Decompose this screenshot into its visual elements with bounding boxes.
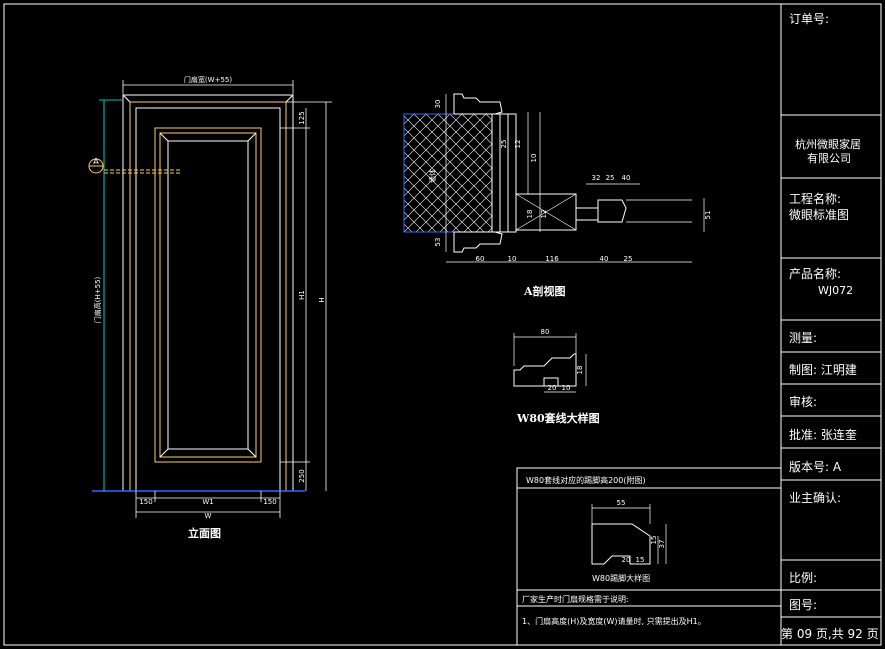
dim-left <box>99 99 122 491</box>
product-name-value: WJ072 <box>818 284 854 297</box>
scale-label: 比例: <box>789 571 818 585</box>
dim-right-bottom-label: 250 <box>298 469 306 482</box>
wall-label: 墙体 <box>428 169 437 183</box>
product-name-label: 产品名称: <box>789 267 842 281</box>
sec-dim-inner-4: 12 <box>540 210 548 219</box>
owner-confirm-label: 业主确认: <box>789 491 842 505</box>
note-heading: W80套线对应的踢脚高200(附图) <box>526 476 646 485</box>
title-block-grid <box>781 114 881 618</box>
skirt-dim-bottom-b: 15 <box>636 556 645 564</box>
door-panel-mid <box>159 132 257 458</box>
sec-dim-bottom-0: 60 <box>476 255 485 263</box>
sec-dim-bottom-1: 10 <box>508 255 517 263</box>
order-no-label: 订单号: <box>789 12 830 26</box>
approve-label: 批准: 张连奎 <box>789 428 857 442</box>
skirt-dim-side-b: 37 <box>658 540 666 549</box>
trim-dim-top: 80 <box>541 328 550 336</box>
sec-dim-inner-1: 12 <box>514 140 522 149</box>
sec-dim-bottom-2: 116 <box>545 255 559 263</box>
sec-dim-left-bottom: 53 <box>434 238 442 247</box>
trim-dim-bottom-b: 10 <box>562 384 571 392</box>
skirt-dim-bottom-a: 20 <box>622 556 631 564</box>
dim-right-total-label: H <box>318 297 326 302</box>
survey-label: 测量: <box>789 331 818 345</box>
drawn-by-label: 制图: 江明建 <box>789 363 857 377</box>
skirting-profile <box>591 523 651 565</box>
sec-dim-bottom-3: 40 <box>600 255 609 263</box>
door-jamb-outer <box>122 94 294 492</box>
skirt-dim-top: 55 <box>617 499 626 507</box>
section-marker-label: A <box>93 157 99 166</box>
review-label: 审核: <box>789 395 818 409</box>
dim-bottom-right-label: 150 <box>263 498 276 506</box>
dim-bottom-left-label: 150 <box>139 498 152 506</box>
skirting-detail: 55 20 15 15 37 <box>591 499 667 565</box>
note-detail-title: W80踢脚大样图 <box>592 574 651 583</box>
dim-right-mid-label: H1 <box>298 290 306 300</box>
project-name-value: 微眼标准图 <box>789 208 850 222</box>
door-panel-outer <box>154 127 262 463</box>
wall-hatch <box>403 113 493 233</box>
trim-title: W80套线大样图 <box>517 412 600 425</box>
elevation-title: 立面图 <box>188 527 221 540</box>
company-name-line2: 有限公司 <box>807 152 851 165</box>
sec-dim-top-2: 40 <box>622 174 631 182</box>
section-title: A剖视图 <box>524 285 566 298</box>
dim-bottom <box>135 491 281 518</box>
sec-dim-top-0: 32 <box>592 174 601 182</box>
sec-dim-left-top: 30 <box>434 100 442 109</box>
sec-dim-inner-0: 25 <box>500 140 508 149</box>
project-name-label: 工程名称: <box>789 192 842 206</box>
door-panel-inner <box>167 140 249 450</box>
door-elevation: A 门扇宽(W+55) 门扇高(H+55) 125 H1 H 250 <box>88 75 332 520</box>
jamb-body <box>491 113 517 233</box>
page-number: 第 09 页,共 92 页 <box>781 627 879 641</box>
trim-detail-profile <box>513 353 577 387</box>
drawing-no-label: 图号: <box>789 598 818 612</box>
note-box <box>516 467 782 646</box>
dim-top <box>122 80 294 94</box>
trim-dim-bottom-a: 20 <box>548 384 557 392</box>
company-name-line1: 杭州微眼家居 <box>795 138 861 151</box>
dim-bottom-mid-label: W1 <box>202 498 213 506</box>
sec-dim-top-1: 25 <box>606 174 615 182</box>
sec-dim-inner-2: 10 <box>530 154 538 163</box>
trim-detail: 80 18 20 10 <box>513 328 587 393</box>
note-factory: 厂家生产时门扇规格需于说明: <box>522 595 629 604</box>
door-leaf <box>135 107 281 492</box>
dim-right-top-label: 125 <box>298 111 306 124</box>
section-a: 墙体 30 53 25 12 10 18 12 32 <box>403 93 712 263</box>
sec-dim-bottom-4: 25 <box>624 255 633 263</box>
trim-profile-bottom <box>453 231 503 253</box>
sec-dim-inner-3: 18 <box>526 210 534 219</box>
drawing-frame <box>3 3 882 646</box>
dim-top-label: 门扇宽(W+55) <box>184 75 232 84</box>
sec-dim-right: 51 <box>704 211 712 220</box>
trim-dim-side: 18 <box>576 366 584 375</box>
version-label: 版本号: A <box>789 460 842 474</box>
skirt-dim-side-a: 15 <box>650 536 658 545</box>
dim-left-label: 门扇高(H+55) <box>93 276 102 323</box>
dim-right <box>280 101 332 491</box>
dim-bottom-total-label: W <box>205 512 212 520</box>
trim-profile-top <box>453 93 503 115</box>
note-item-1: 1、门扇高度(H)及宽度(W)请量时, 只需提出及H1。 <box>522 617 706 626</box>
door-jamb-inner <box>129 101 287 492</box>
